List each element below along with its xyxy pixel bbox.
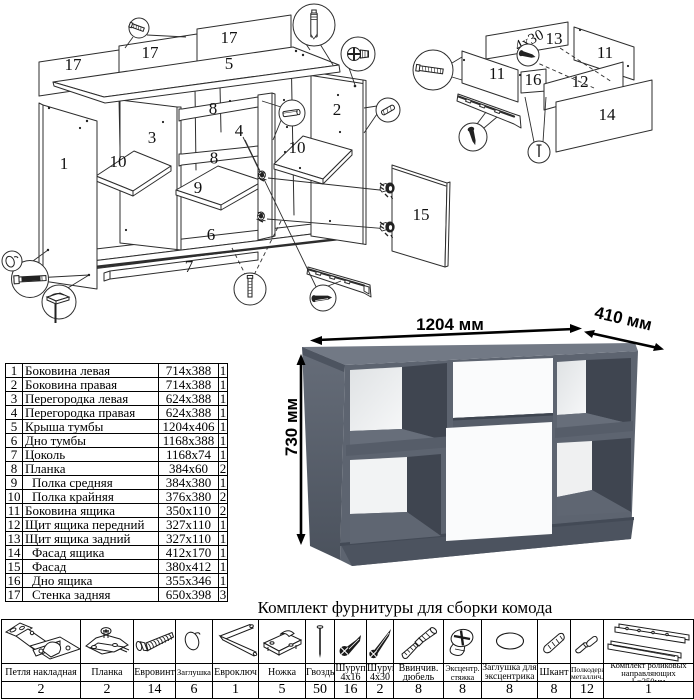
svg-text:13: 13 xyxy=(546,29,563,48)
svg-text:14: 14 xyxy=(599,105,617,124)
svg-text:17: 17 xyxy=(65,55,83,74)
svg-text:8: 8 xyxy=(209,99,218,118)
svg-text:3: 3 xyxy=(148,128,157,147)
svg-text:10: 10 xyxy=(289,138,306,157)
svg-text:17: 17 xyxy=(142,43,160,62)
svg-text:11: 11 xyxy=(489,64,505,83)
svg-text:11: 11 xyxy=(597,43,613,62)
svg-text:1204 мм: 1204 мм xyxy=(416,315,484,334)
svg-text:15: 15 xyxy=(413,205,430,224)
svg-text:7: 7 xyxy=(185,257,194,276)
svg-text:1: 1 xyxy=(60,154,69,173)
svg-text:17: 17 xyxy=(221,28,239,47)
svg-text:10: 10 xyxy=(110,152,127,171)
svg-text:410 мм: 410 мм xyxy=(593,303,654,335)
svg-text:16: 16 xyxy=(525,70,542,89)
svg-text:8: 8 xyxy=(210,149,219,168)
svg-text:12: 12 xyxy=(572,72,589,91)
svg-text:5: 5 xyxy=(225,54,234,73)
svg-text:6: 6 xyxy=(207,225,216,244)
svg-text:2: 2 xyxy=(333,100,342,119)
svg-text:9: 9 xyxy=(194,178,203,197)
svg-text:730 мм: 730 мм xyxy=(282,398,301,456)
svg-text:4: 4 xyxy=(235,121,244,140)
